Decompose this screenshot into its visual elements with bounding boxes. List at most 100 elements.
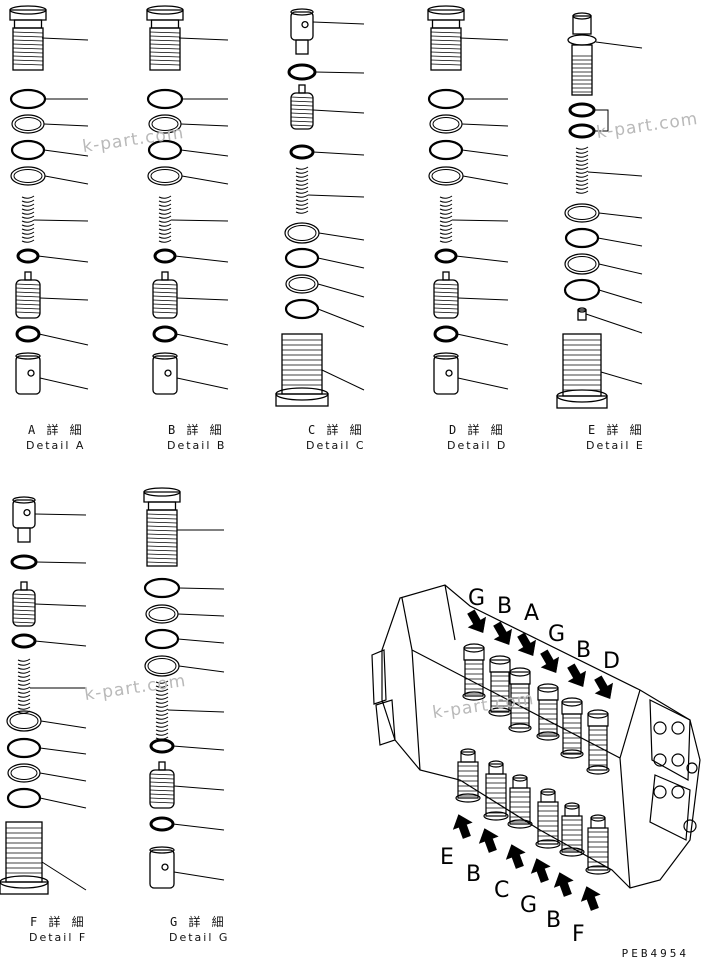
backup-ring	[153, 248, 177, 264]
thread	[430, 31, 462, 34]
thread	[146, 549, 178, 552]
thread	[430, 59, 462, 62]
thread	[146, 537, 178, 540]
plug-neck	[147, 501, 177, 511]
poppet	[15, 352, 41, 360]
leader-line	[180, 123, 229, 127]
relief-valve-body	[538, 699, 558, 737]
plug-head	[146, 5, 184, 15]
arrow-up	[580, 886, 601, 911]
plug-head	[143, 487, 181, 497]
relief-valve-body	[485, 773, 507, 817]
poppet	[149, 846, 175, 854]
leader-line	[307, 194, 365, 198]
thread	[12, 55, 44, 58]
piston-groove	[290, 112, 314, 115]
o-ring	[9, 713, 39, 729]
thread	[430, 63, 462, 66]
valve-block-edge	[401, 584, 641, 889]
thread	[149, 63, 181, 66]
piston	[15, 279, 41, 319]
thread	[146, 545, 178, 548]
relief-valve-seat	[507, 819, 533, 829]
valve-label-top-3: A	[524, 601, 540, 626]
o-ring	[432, 117, 460, 131]
thread	[146, 561, 178, 564]
arrow-up	[530, 858, 551, 883]
plug-head	[9, 9, 47, 21]
relief-valve-cap	[587, 713, 609, 727]
piston-groove	[290, 124, 314, 127]
piston-groove	[290, 104, 314, 107]
o-ring	[567, 206, 597, 220]
leader-line	[167, 709, 225, 713]
piston-stem	[442, 271, 450, 281]
piston-groove	[152, 295, 178, 298]
relief-valve-seat	[483, 811, 509, 821]
leader-line	[312, 109, 365, 114]
arrow-down	[594, 675, 613, 699]
o-ring	[147, 658, 177, 674]
piston-groove	[152, 311, 178, 314]
thread	[12, 63, 44, 66]
backup-ring	[287, 63, 317, 81]
leader-line	[462, 175, 509, 185]
arrow-down	[517, 632, 536, 656]
relief-valve-seat	[586, 765, 610, 775]
arrow-down	[467, 609, 486, 633]
leader-line	[461, 123, 509, 127]
valve-port-boss	[371, 649, 396, 746]
drawing-code: PEB4954	[621, 947, 689, 960]
o-ring	[146, 88, 184, 110]
leader-line	[181, 175, 229, 185]
detail-c-caption: Detail C	[306, 439, 366, 452]
thread	[146, 557, 178, 560]
leader-line	[598, 212, 643, 219]
leader-line	[597, 237, 643, 247]
thread	[149, 59, 181, 62]
leader-line	[177, 638, 225, 644]
arrow-down	[467, 609, 486, 633]
leader-line	[595, 41, 643, 49]
valve-bolt	[686, 762, 698, 774]
poppet	[433, 352, 459, 360]
piston-groove	[15, 295, 41, 298]
piston-groove	[152, 283, 178, 286]
detail-d-caption: Detail D	[447, 439, 508, 452]
relief-valve-seat	[535, 839, 561, 849]
backup-ring	[289, 144, 315, 160]
piston-groove	[12, 609, 36, 612]
leader-line	[170, 219, 229, 222]
leader-line	[178, 37, 229, 41]
o-ring	[151, 117, 179, 131]
thread	[149, 43, 181, 46]
leader-line	[456, 333, 509, 346]
piston-groove	[149, 789, 175, 792]
relief-valve-body	[537, 801, 559, 845]
valve-bolt	[671, 721, 685, 735]
piston-groove	[152, 291, 178, 294]
plug-neck	[150, 19, 180, 29]
o-ring	[563, 278, 601, 302]
piston	[433, 279, 459, 319]
relief-valve-body	[509, 787, 531, 825]
leader-line	[598, 263, 643, 275]
o-ring	[284, 247, 320, 269]
leader-line	[177, 613, 225, 617]
relief-valve-body	[510, 683, 530, 729]
poppet-port	[161, 863, 169, 871]
thread	[149, 55, 181, 58]
detail-g-caption: Detail G	[169, 931, 230, 944]
poppet	[152, 352, 178, 360]
piston-groove	[290, 108, 314, 111]
arrow-up	[505, 844, 526, 869]
poppet	[290, 8, 314, 16]
leader-line	[34, 603, 87, 607]
piston-stem	[298, 84, 306, 94]
leader-line	[176, 297, 229, 301]
poppet-body	[571, 44, 593, 96]
leader-line	[459, 37, 509, 41]
leader-line	[598, 289, 643, 304]
plug-neck	[13, 19, 43, 29]
leader-line	[587, 171, 643, 177]
